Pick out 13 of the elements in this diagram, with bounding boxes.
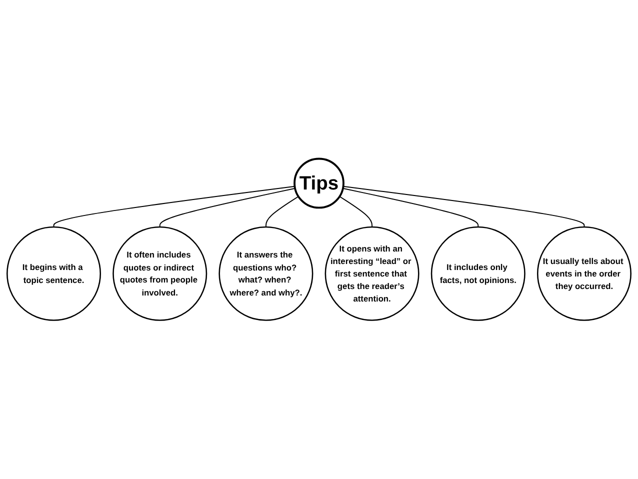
- connector: [339, 196, 373, 228]
- connector: [53, 186, 296, 228]
- connector: [265, 196, 299, 228]
- connector: [342, 188, 479, 228]
- node-circle: It includes only facts, not opinions.: [430, 226, 526, 321]
- node-circle: It opens with an interesting “lead” or first sentence that gets the reader’s attention.: [324, 226, 420, 321]
- node-circle: It answers the questions who? what? when? where? and why?.: [218, 226, 314, 321]
- node-circle: It begins with a topic sentence.: [6, 226, 102, 321]
- node-circle: Tips: [294, 158, 344, 209]
- node-circle: It often includes quotes or indirect quotes from people involved.: [112, 226, 208, 321]
- node-circle: It usually tells about events in the order they occurred.: [536, 226, 632, 321]
- connector: [159, 188, 296, 228]
- connector: [342, 186, 585, 228]
